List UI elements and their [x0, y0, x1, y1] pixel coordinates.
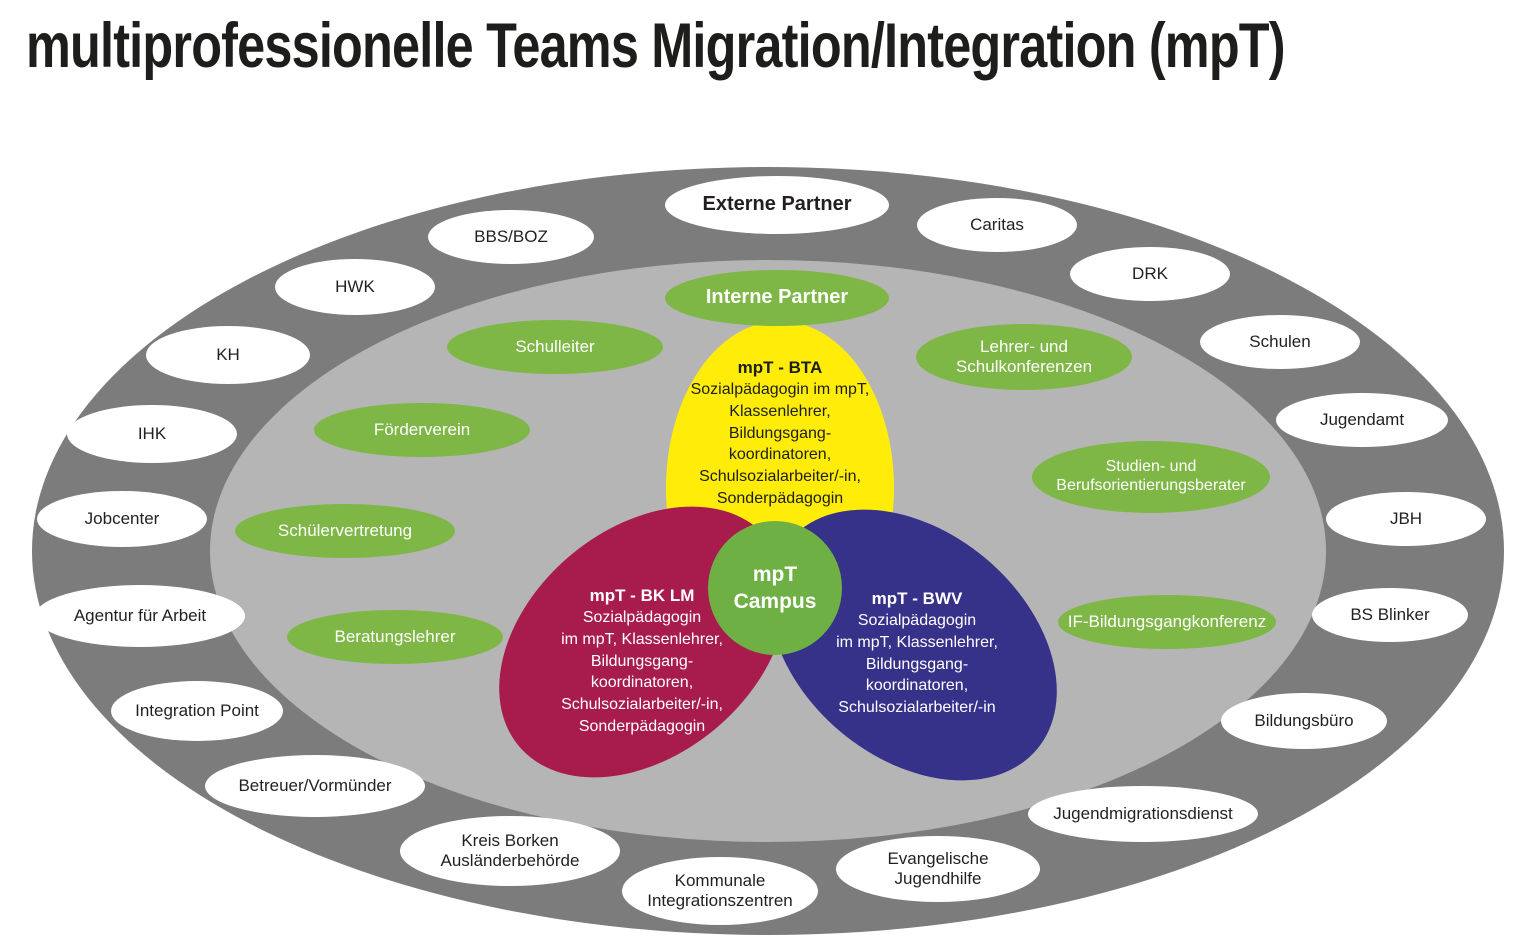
internal-node-if-bildungsgangkonferenz: IF-Bildungsgangkonferenz [1058, 595, 1276, 649]
team-bwv-text: mpT - BWV Sozialpädagogin im mpT, Klasse… [798, 587, 1036, 719]
external-node-jugendamt: Jugendamt [1276, 393, 1448, 447]
external-node-jugendmigrationsdienst: Jugendmigrationsdienst [1028, 786, 1258, 842]
internal-node-foerderverein: Förderverein [314, 403, 530, 457]
external-partners-header: Externe Partner [665, 176, 889, 234]
team-bk-lm-text: mpT - BK LM Sozialpädagogin im mpT, Klas… [523, 584, 761, 738]
external-node-bs-blinker: BS Blinker [1312, 588, 1468, 642]
external-node-hwk: HWK [275, 259, 435, 315]
external-node-caritas: Caritas [917, 198, 1077, 252]
team-bta-members: Sozialpädagogin im mpT, Klassenlehrer, B… [690, 381, 870, 507]
external-node-kh: KH [146, 326, 310, 384]
team-bk-lm-title: mpT - BK LM [589, 586, 695, 605]
external-node-evangelische-jugendhilfe: Evangelische Jugendhilfe [836, 836, 1040, 902]
internal-partners-header: Interne Partner [665, 270, 889, 326]
external-node-integration-point: Integration Point [111, 681, 283, 741]
external-node-kommunale-integrationszentren: Kommunale Integrationszentren [622, 857, 818, 925]
team-bwv-members: Sozialpädagogin im mpT, Klassenlehrer, B… [836, 612, 998, 717]
page-title: multiprofessionelle Teams Migration/Inte… [26, 11, 1286, 81]
external-node-schulen: Schulen [1200, 315, 1360, 369]
internal-node-lehrer-und-schulkonferenzen: Lehrer- und Schulkonferenzen [916, 324, 1132, 390]
team-bk-lm-members: Sozialpädagogin im mpT, Klassenlehrer, B… [561, 609, 723, 735]
external-node-jbh: JBH [1326, 492, 1486, 546]
external-node-kreis-borken-auslaenderbehoerde: Kreis Borken Ausländerbehörde [400, 816, 620, 886]
external-node-drk: DRK [1070, 247, 1230, 301]
mpt-campus-circle: mpT Campus [708, 521, 842, 655]
team-bwv-title: mpT - BWV [871, 589, 963, 608]
external-node-bbs-boz: BBS/BOZ [428, 210, 594, 264]
internal-node-beratungslehrer: Beratungslehrer [287, 610, 503, 664]
external-node-ihk: IHK [67, 405, 237, 463]
external-node-jobcenter: Jobcenter [37, 491, 207, 547]
external-node-bildungsbuero: Bildungsbüro [1221, 693, 1387, 749]
team-bta-text: mpT - BTA Sozialpädagogin im mpT, Klasse… [660, 356, 900, 510]
external-node-betreuer-vormuender: Betreuer/Vormünder [205, 755, 425, 817]
internal-node-studien-und-berufsorientierungsberater: Studien- und Berufsorientierungsberater [1032, 441, 1270, 513]
internal-node-schulleiter: Schulleiter [447, 320, 663, 374]
external-node-agentur-fuer-arbeit: Agentur für Arbeit [35, 585, 245, 647]
team-bta-title: mpT - BTA [737, 358, 823, 377]
internal-node-schuelervertretung: Schülervertretung [235, 504, 455, 558]
